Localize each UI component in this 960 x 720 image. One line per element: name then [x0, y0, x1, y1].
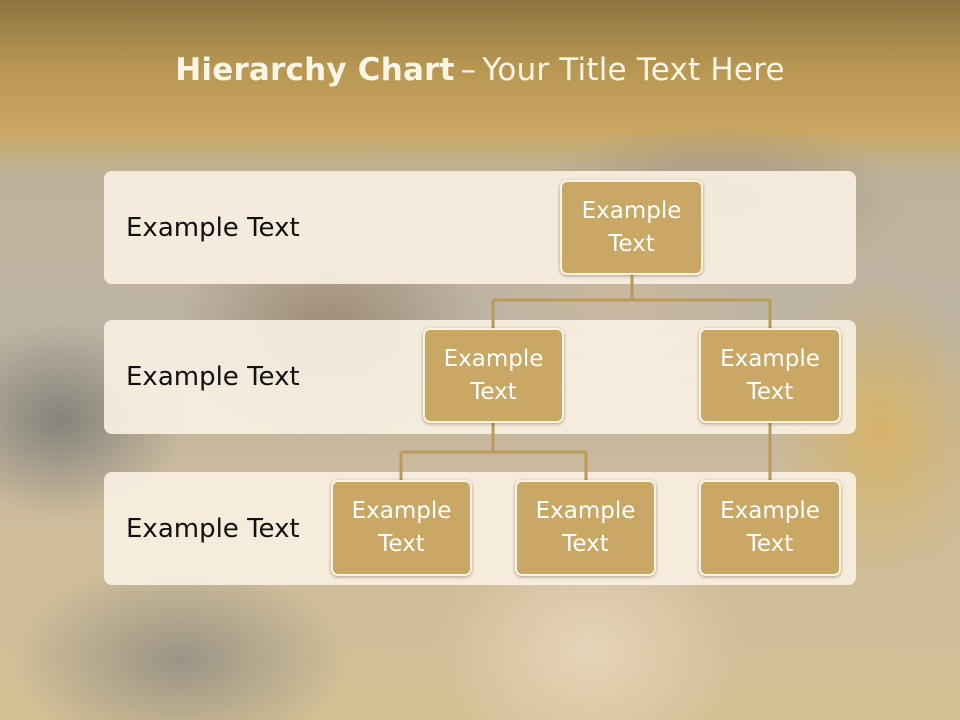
node-level2-left[interactable]: Example Text [423, 328, 564, 423]
level-band-1: Example Text [104, 171, 856, 284]
node-level2-right[interactable]: Example Text [699, 328, 841, 423]
level-label-1: Example Text [126, 212, 300, 243]
slide-title: Hierarchy Chart–Your Title Text Here [0, 52, 960, 88]
node-root[interactable]: Example Text [560, 180, 703, 275]
node-level3-middle[interactable]: Example Text [515, 480, 656, 576]
node-level3-left[interactable]: Example Text [331, 480, 472, 576]
level-label-2: Example Text [126, 362, 300, 392]
node-level3-right[interactable]: Example Text [699, 480, 841, 576]
title-bold-part: Hierarchy Chart [175, 52, 455, 88]
level-label-3: Example Text [126, 513, 300, 544]
title-separator: – [460, 52, 477, 88]
title-rest: Your Title Text Here [482, 52, 785, 88]
